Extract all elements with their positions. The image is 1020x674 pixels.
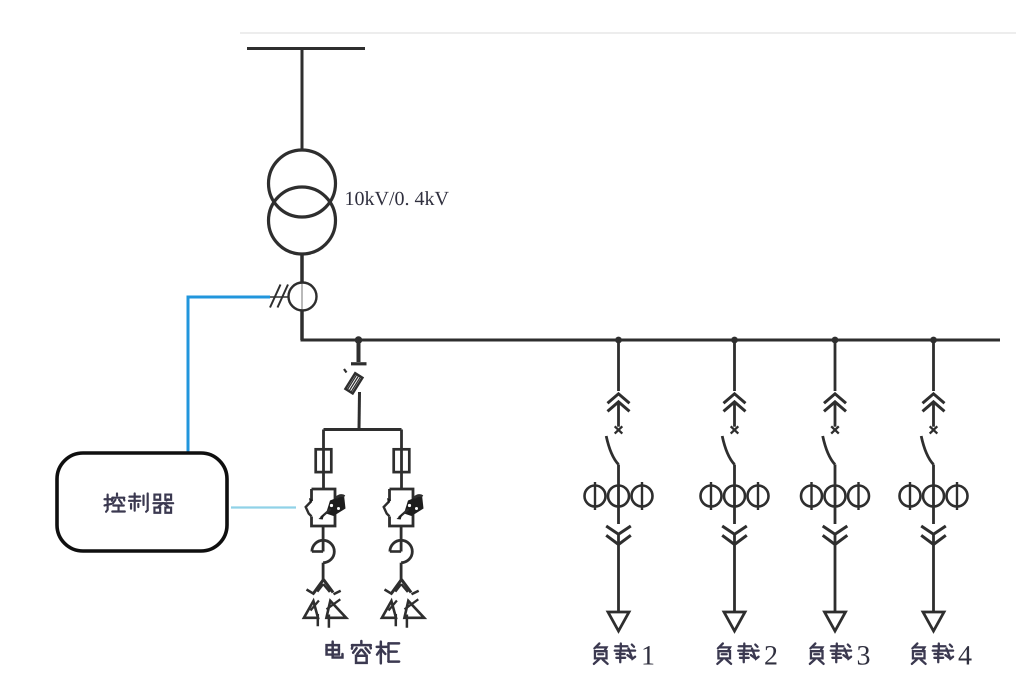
svg-text:3: 3 [857, 641, 871, 672]
svg-text:4: 4 [958, 641, 972, 672]
svg-text:1: 1 [641, 641, 655, 672]
svg-text:2: 2 [764, 641, 778, 672]
svg-text:10kV/0. 4kV: 10kV/0. 4kV [345, 188, 450, 210]
